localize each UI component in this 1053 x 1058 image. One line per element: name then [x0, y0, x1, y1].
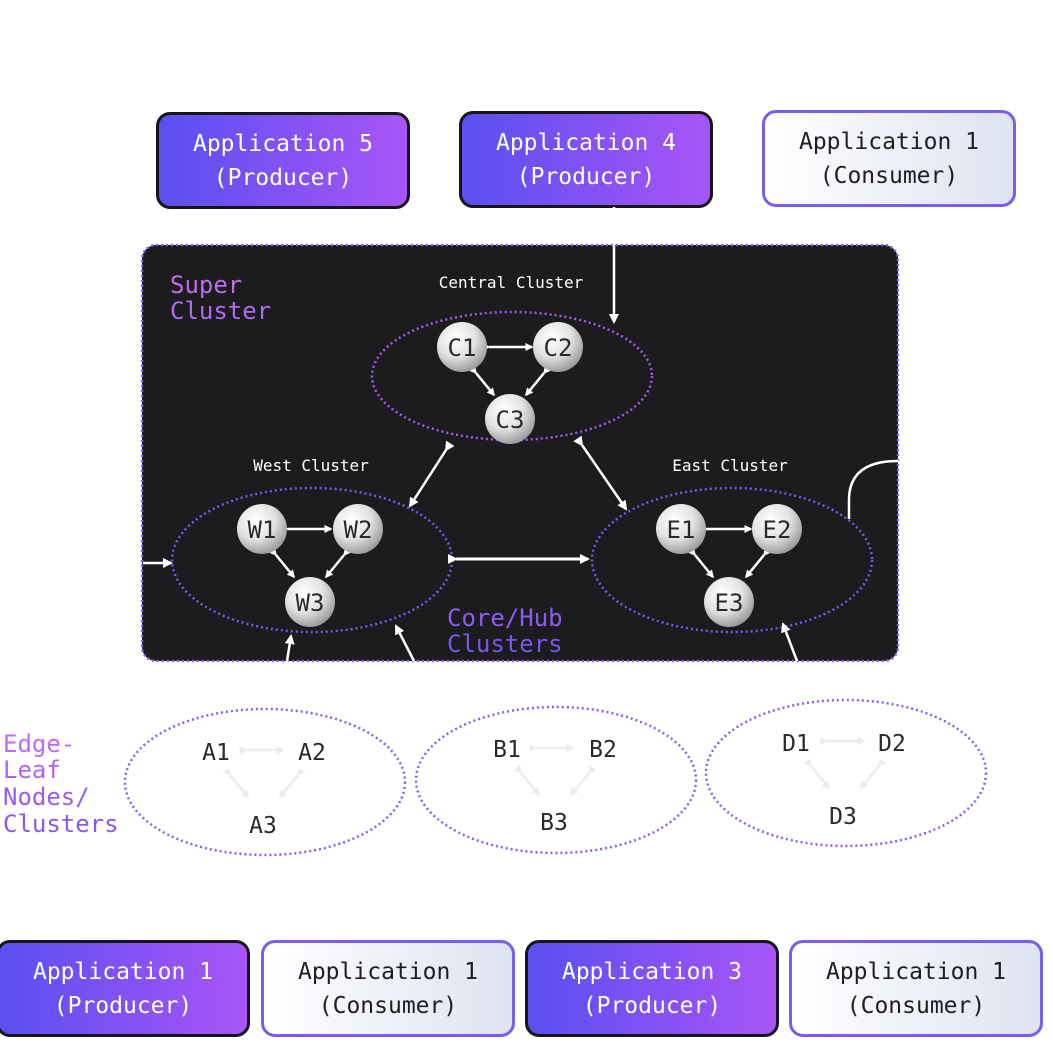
b1-b3-link — [513, 765, 540, 797]
app-role: (Consumer) — [846, 992, 986, 1019]
c1-c3-link — [468, 365, 495, 397]
node-d2: D2 — [878, 731, 906, 757]
app-role: (Producer) — [516, 163, 656, 190]
w2-w3-link — [325, 547, 352, 579]
d2-d3-link — [860, 758, 887, 790]
d-to-east-arrow — [781, 622, 799, 662]
a-arrow-tail — [284, 660, 289, 673]
edge-label-2: Leaf — [3, 756, 61, 784]
node-w3-label: W3 — [296, 589, 325, 617]
edge-label-4: Clusters — [3, 810, 119, 838]
app-role: (Consumer) — [819, 162, 959, 189]
app-3-producer: Application 3 (Producer) — [525, 940, 779, 1037]
app-name: Application 1 — [32, 958, 213, 985]
edge-group-a-ring — [123, 707, 407, 857]
app-1-consumer-bottom-a: Application 1 (Consumer) — [261, 940, 515, 1037]
core-hub-label-1: Core/Hub — [447, 604, 563, 632]
node-c2-label: C2 — [544, 334, 573, 362]
node-w2: W2 — [333, 504, 383, 554]
node-c2: C2 — [533, 322, 583, 372]
node-c3-label: C3 — [496, 406, 525, 434]
node-w3: W3 — [285, 577, 335, 627]
central-east-link — [573, 435, 628, 511]
app-1-consumer-top: Application 1 (Consumer) — [762, 110, 1016, 207]
node-b3: B3 — [540, 810, 568, 836]
node-e3: E3 — [704, 577, 754, 627]
east-cluster-title: East Cluster — [672, 456, 788, 475]
app-4-producer: Application 4 (Producer) — [459, 111, 713, 208]
app-1-consumer-bottom-b: Application 1 (Consumer) — [789, 940, 1043, 1037]
east-cluster-ring — [590, 486, 874, 634]
central-west-link — [408, 440, 455, 508]
d1-d3-link — [803, 758, 830, 790]
b-to-west-arrow — [394, 624, 416, 662]
node-w1-label: W1 — [248, 516, 277, 544]
a2-a3-link — [279, 767, 306, 799]
node-e1: E1 — [656, 504, 706, 554]
node-d1: D1 — [782, 731, 810, 757]
node-e3-label: E3 — [715, 589, 744, 617]
node-d3: D3 — [829, 804, 857, 830]
app-role: (Consumer) — [318, 992, 458, 1019]
east-to-app1-connector — [847, 459, 899, 519]
node-e1-label: E1 — [667, 516, 696, 544]
super-cluster-label-2: Cluster — [170, 297, 271, 325]
node-c1-label: C1 — [448, 334, 477, 362]
app-1-producer-bottom: Application 1 (Producer) — [0, 940, 250, 1037]
west-cluster-title: West Cluster — [253, 456, 369, 475]
node-b1: B1 — [493, 737, 521, 763]
app-role: (Producer) — [53, 992, 193, 1019]
app-5-producer: Application 5 (Producer) — [156, 112, 410, 209]
edge-label-3: Nodes/ — [3, 783, 90, 811]
app-name: Application 3 — [561, 958, 742, 985]
app-name: Application 4 — [495, 129, 676, 156]
app-name: Application 1 — [798, 128, 979, 155]
node-w1: W1 — [237, 504, 287, 554]
edge-label-1: Edge- — [3, 730, 75, 758]
core-hub-label-2: Clusters — [447, 630, 563, 658]
w1-w3-link — [268, 547, 295, 579]
node-e2: E2 — [752, 504, 802, 554]
node-a2: A2 — [298, 740, 326, 766]
app-name: Application 1 — [297, 958, 478, 985]
app-role: (Producer) — [582, 992, 722, 1019]
node-w2-label: W2 — [344, 516, 373, 544]
a-to-west-arrow — [284, 634, 295, 662]
app-role: (Producer) — [213, 164, 353, 191]
node-e2-label: E2 — [763, 516, 792, 544]
central-cluster-title: Central Cluster — [439, 273, 584, 292]
node-c3: C3 — [485, 394, 535, 444]
edge-group-b-ring — [414, 705, 698, 855]
a1-a3-link — [222, 767, 249, 799]
super-cluster-label-1: Super — [170, 271, 242, 299]
node-a1: A1 — [202, 740, 230, 766]
node-b2: B2 — [589, 737, 617, 763]
c2-c3-link — [525, 365, 552, 397]
e1-e3-link — [687, 547, 714, 579]
node-c1: C1 — [437, 322, 487, 372]
node-a3: A3 — [249, 813, 277, 839]
b2-b3-link — [570, 765, 597, 797]
app-name: Application 1 — [825, 958, 1006, 985]
edge-group-d-ring — [704, 698, 988, 848]
e2-e3-link — [745, 547, 772, 579]
app-name: Application 5 — [192, 130, 373, 157]
